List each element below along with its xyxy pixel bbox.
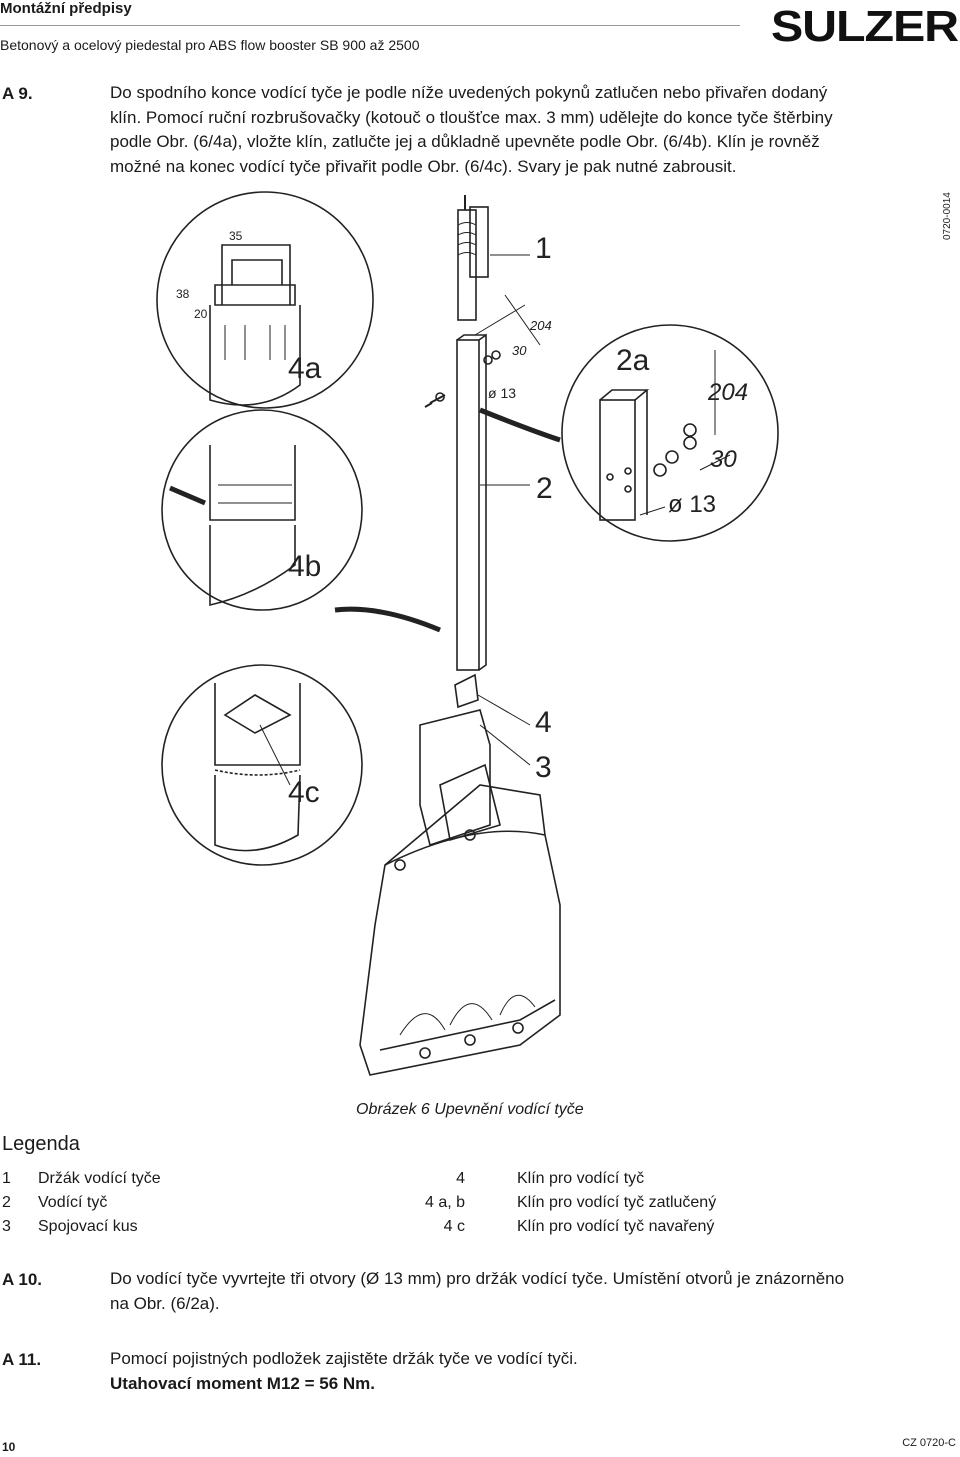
legend-text-2: Vodící tyč [38,1194,108,1211]
detail-4c-circle [161,664,363,866]
header-title: Montážní předpisy [0,0,132,17]
legend-no-1: 1 [2,1170,11,1187]
dim-35: 35 [229,229,243,243]
dim-204: 204 [707,379,748,406]
legend-no-4: 4 [456,1170,465,1187]
dim-30-small: 30 [512,343,527,358]
step-text-a9: Do spodního konce vodící tyče je podle n… [110,83,833,176]
sulzer-logo: SULZER [771,2,959,51]
legend-text-4ab: Klín pro vodící tyč zatlučený [517,1194,717,1211]
step-number-a10: A 10. [2,1270,43,1289]
legend-text-3: Spojovací kus [38,1218,138,1235]
legend-no-4c: 4 c [443,1218,465,1235]
step-text-a10: Do vodící tyče vyvrtejte tři otvory (Ø 1… [110,1269,845,1313]
guide-rail [456,339,480,671]
figure-caption: Obrázek 6 Upevnění vodící tyče [356,1101,584,1118]
dim-13: ø 13 [668,491,716,518]
detail-2a-circle [561,324,779,542]
label-4a: 4a [288,352,322,385]
header-divider [0,25,740,26]
step-text-a11: Pomocí pojistných podložek zajistěte drž… [110,1349,578,1393]
detail-4b-circle [161,409,363,611]
figure-guide-rail-mounting: 1 2 2a 3 4 4a 4b 4c 35 38 20 204 30 ø 13… [156,191,953,1076]
figure-code: 0720-0014 [942,192,953,240]
detail-4a-circle [156,191,374,409]
step-number-a9: A 9. [2,84,33,103]
label-4b: 4b [288,550,321,583]
page-number: 10 [2,1440,16,1454]
legend-text-4: Klín pro vodící tyč [517,1170,645,1187]
legend-text-1: Držák vodící tyče [38,1170,161,1187]
label-4: 4 [535,706,552,739]
legend-no-2: 2 [2,1194,11,1211]
label-2a: 2a [616,344,650,377]
step-number-a11: A 11. [2,1350,42,1369]
dim-13-small: ø 13 [488,385,516,401]
header-subtitle: Betonový a ocelový piedestal pro ABS flo… [0,37,420,53]
legend-text-4c: Klín pro vodící tyč navařený [517,1218,715,1235]
label-1: 1 [535,232,552,265]
dim-204-small: 204 [529,318,552,333]
label-3: 3 [535,751,552,784]
label-2: 2 [536,472,553,505]
legend-no-3: 3 [2,1218,11,1235]
dim-20: 20 [194,307,208,321]
dim-38: 38 [176,287,190,301]
label-4c: 4c [288,776,320,809]
legend-title: Legenda [2,1133,80,1155]
dim-30: 30 [710,446,737,473]
document-code: CZ 0720-C [902,1437,956,1449]
legend-no-4ab: 4 a, b [424,1194,465,1211]
